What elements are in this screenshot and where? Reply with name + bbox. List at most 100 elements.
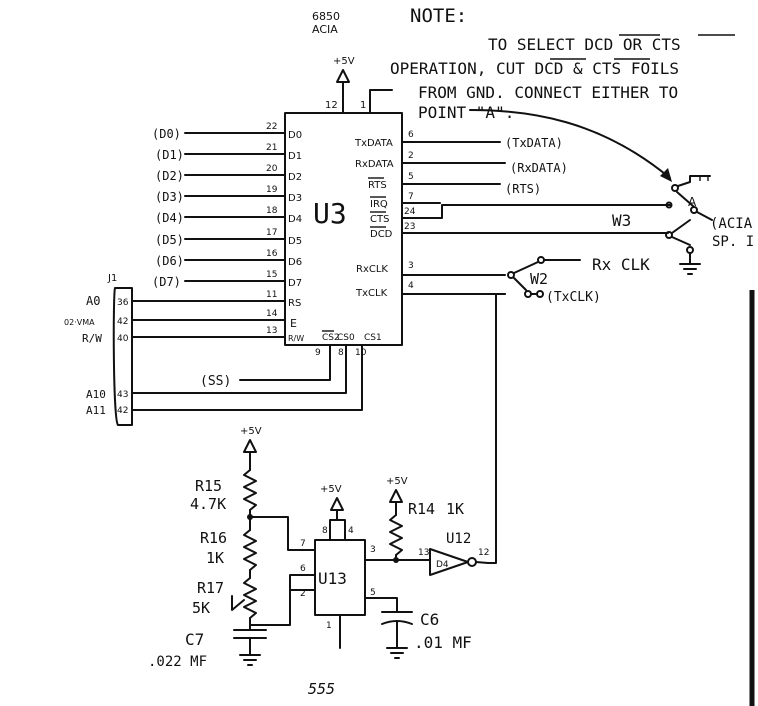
ss-signal: (SS): [200, 374, 231, 389]
svg-text:42: 42: [117, 317, 128, 327]
svg-text:CS0: CS0: [337, 333, 355, 343]
svg-text:D1: D1: [288, 151, 302, 162]
svg-text:A10: A10: [86, 388, 106, 401]
svg-text:D5: D5: [288, 236, 302, 247]
svg-text:43: 43: [117, 390, 128, 400]
r17-wiper: [231, 595, 245, 611]
note-line-4: POINT "A".: [418, 103, 514, 122]
u3-pin-d7: (D7) 15 D7: [152, 270, 302, 289]
svg-text:SP. I: SP. I: [712, 234, 754, 250]
svg-text:40: 40: [117, 334, 129, 344]
u3-pin-cts: CTS 24: [370, 204, 671, 225]
c6-value: .01 MF: [414, 633, 472, 652]
svg-text:TxDATA: TxDATA: [354, 138, 393, 149]
u3-pin-irq: IRQ 7: [370, 192, 441, 210]
u3-pin-rw: 13 R/W: [131, 326, 304, 343]
note-title: NOTE:: [410, 5, 467, 27]
svg-text:RTS: RTS: [368, 180, 387, 191]
u12-inversion-bubble: [467, 557, 477, 567]
u3-right-pins: TxDATA 6 (TxDATA) RxDATA 2 (RxDATA) RTS …: [354, 130, 671, 299]
svg-text:14: 14: [266, 309, 278, 319]
svg-text:(RTS): (RTS): [505, 182, 541, 196]
u13-pin8-wire: [329, 509, 338, 541]
u13-pin-5: 5: [370, 588, 376, 598]
svg-text:(TxDATA): (TxDATA): [505, 136, 563, 150]
svg-text:D4: D4: [288, 214, 302, 225]
svg-text:D3: D3: [288, 193, 302, 204]
svg-text:D6: D6: [288, 257, 302, 268]
r15-value: 4.7K: [190, 495, 226, 513]
svg-text:24: 24: [404, 207, 416, 217]
u3-pin-dcd: DCD 23: [370, 222, 669, 240]
svg-text:8: 8: [338, 348, 344, 358]
r16-label: R16: [200, 529, 227, 547]
svg-text:(D0): (D0): [152, 127, 181, 141]
svg-text:17: 17: [266, 228, 277, 238]
svg-text:2: 2: [408, 151, 414, 161]
pin6-wire: [289, 574, 316, 591]
u3-bottom-pins: CS2 CS0 CS1 9 8 10: [131, 333, 382, 411]
svg-text:(D1): (D1): [155, 148, 184, 162]
svg-text:(D4): (D4): [155, 211, 184, 225]
c7-value: .022 MF: [148, 654, 207, 670]
u12-out-wire: [475, 561, 489, 564]
u13-vcc-label: +5V: [320, 484, 342, 495]
svg-text:19: 19: [266, 185, 278, 195]
u13-pin-7: 7: [300, 539, 306, 549]
u12-chip-label: D4: [436, 560, 449, 570]
r14-resistor: [389, 514, 403, 556]
r14-value: 1K: [446, 500, 464, 518]
u3-pin-1: 1: [360, 100, 366, 111]
svg-text:R/W: R/W: [288, 334, 304, 343]
r17-value: 5K: [192, 599, 210, 617]
svg-text:W3: W3: [612, 211, 631, 230]
svg-text:42: 42: [117, 406, 128, 416]
svg-text:W2: W2: [530, 270, 548, 288]
svg-text:A11: A11: [86, 404, 106, 417]
u3-pin-rs: 11 RS: [131, 290, 301, 309]
c6-label: C6: [420, 610, 439, 629]
svg-text:4: 4: [408, 281, 414, 291]
svg-text:R/W: R/W: [82, 332, 102, 345]
txclk-feed-wire: [487, 293, 506, 564]
u3-pin-rxclk: RxCLK 3: [356, 261, 506, 276]
svg-text:(RxDATA): (RxDATA): [510, 161, 568, 175]
svg-text:22: 22: [266, 122, 277, 132]
u13-pin-8: 8: [322, 526, 328, 536]
j1-connector-body: [112, 287, 133, 426]
u13-pin-4: 4: [348, 526, 354, 536]
u3-pin-d1: (D1) 21 D1: [155, 143, 302, 162]
acia-part-number: 6850: [312, 10, 340, 23]
svg-text:+5V: +5V: [240, 426, 262, 437]
svg-text:21: 21: [266, 143, 277, 153]
svg-text:A0: A0: [86, 294, 100, 308]
u13-pin-2: 2: [300, 589, 306, 599]
svg-text:6: 6: [408, 130, 414, 140]
u3-pin-txdata: TxDATA 6 (TxDATA): [354, 130, 563, 150]
u3-pin-d6: (D6) 16 D6: [155, 249, 302, 268]
svg-text:A: A: [688, 195, 697, 209]
svg-text:D2: D2: [288, 172, 302, 183]
r14-label: R14: [408, 500, 435, 518]
svg-text:E: E: [290, 317, 297, 330]
u3-gnd-wire: [369, 89, 393, 114]
caption-555: 555: [308, 680, 335, 698]
svg-text:5: 5: [408, 172, 414, 182]
u3-pin-txclk: TxCLK 4: [355, 281, 506, 299]
svg-text:D0: D0: [288, 130, 302, 141]
u3-vcc-label: +5V: [333, 56, 355, 67]
u13-pin-1: 1: [326, 621, 332, 631]
u13-vcc-arrow: [330, 497, 344, 511]
svg-text:D7: D7: [288, 278, 302, 289]
svg-text:3: 3: [408, 261, 414, 271]
note-line-2: OPERATION, CUT DCD & CTS FOILS: [390, 59, 679, 78]
u3-pin-d0: (D0) 22 D0: [152, 122, 302, 141]
r16-resistor: [243, 529, 257, 571]
u3-pin-rxdata: RxDATA 2 (RxDATA): [355, 151, 568, 175]
svg-text:IRQ: IRQ: [370, 199, 388, 210]
svg-text:13: 13: [266, 326, 277, 336]
svg-text:(D2): (D2): [155, 169, 184, 183]
u3-pin-d2: (D2) 20 D2: [155, 164, 302, 183]
svg-text:18: 18: [266, 206, 278, 216]
